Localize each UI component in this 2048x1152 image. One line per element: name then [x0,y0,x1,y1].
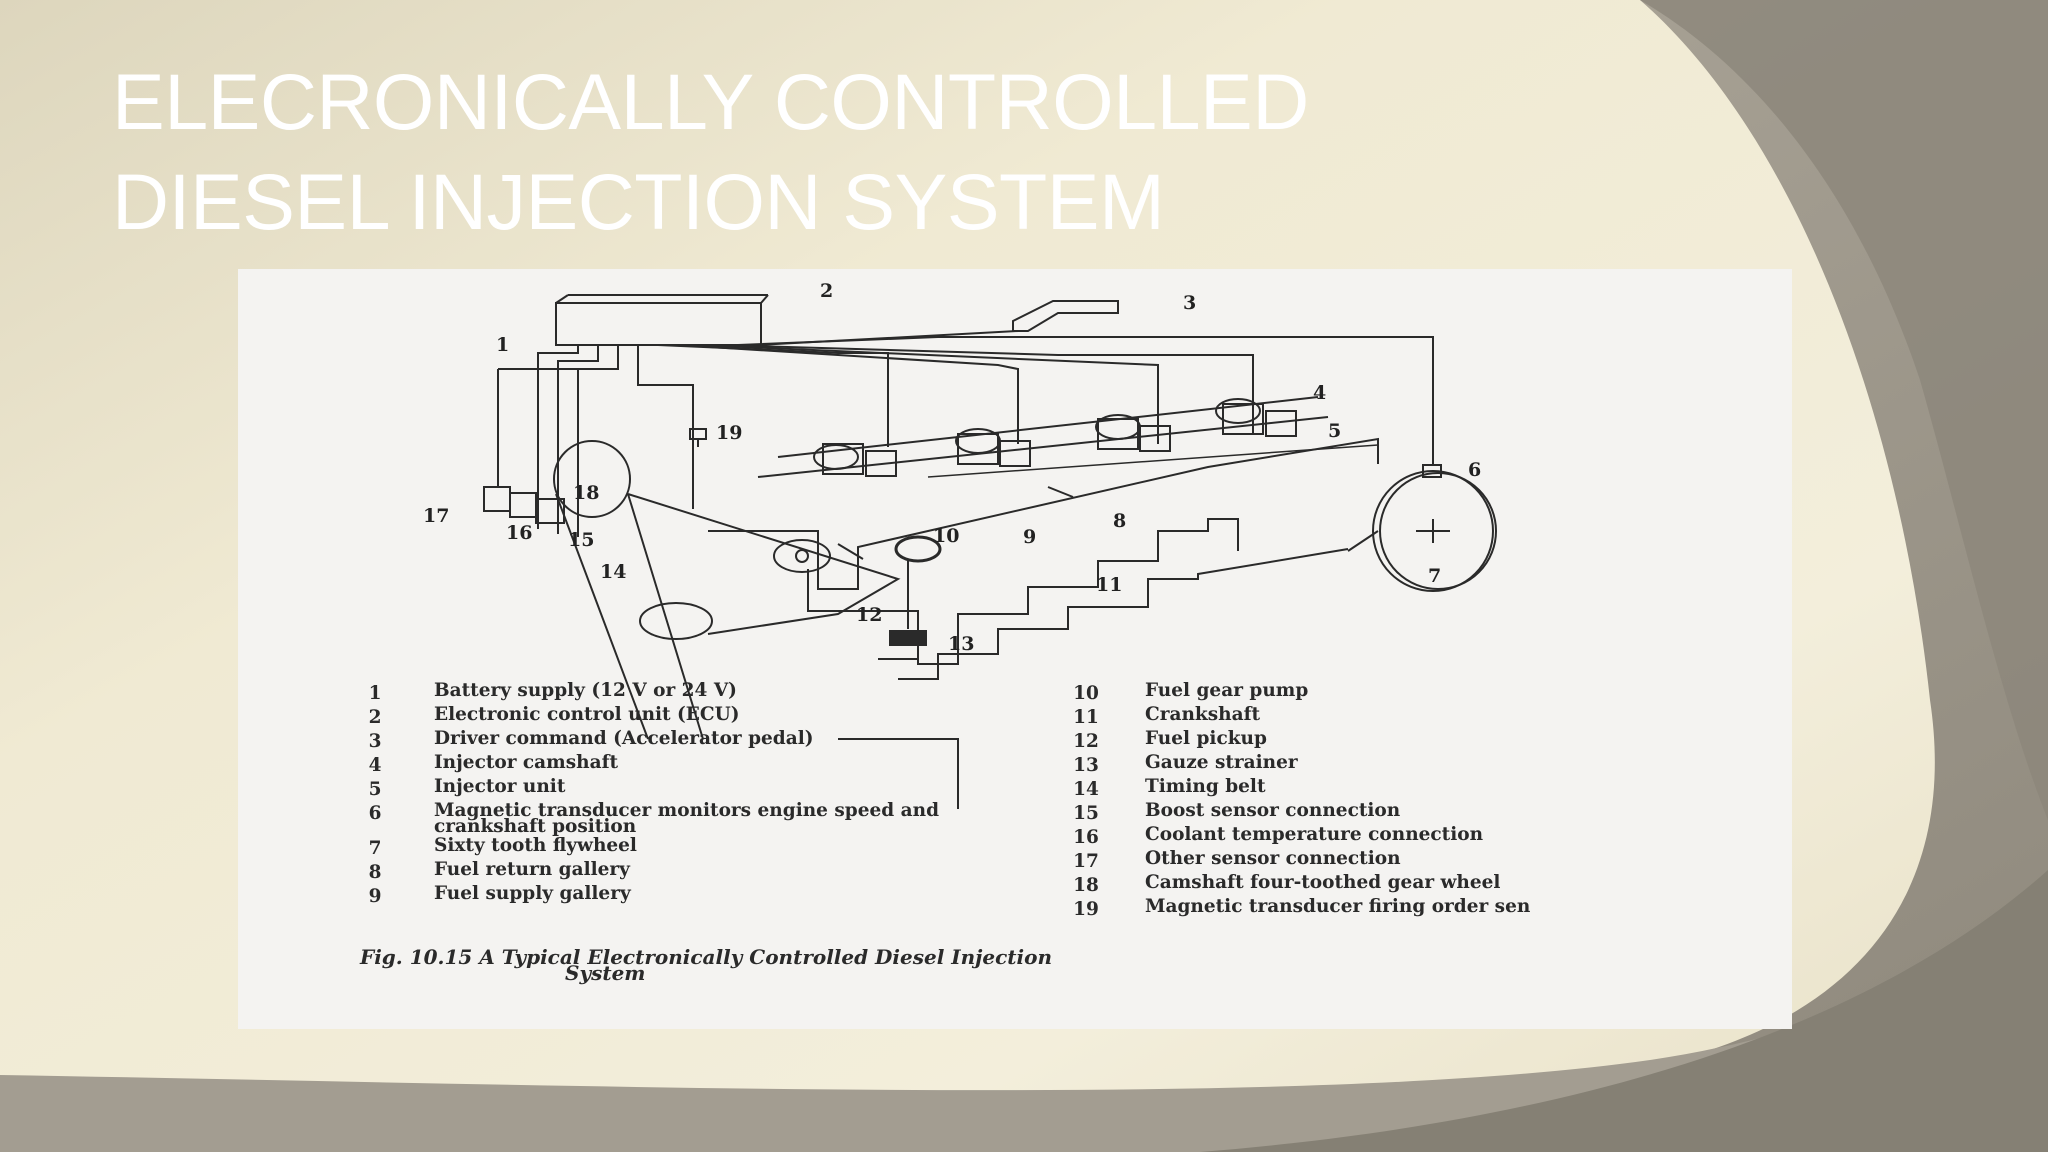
engine-schematic [483,294,1497,809]
callout-11: 11 [1096,574,1122,596]
injectors [813,398,1297,477]
slide-title-line-1: ELECRONICALLY CONTROLLED [112,57,1309,146]
callout-3: 3 [1183,292,1196,314]
sensor-15 [535,498,565,524]
callout-13: 13 [948,633,974,655]
callout-6: 6 [1468,459,1481,481]
flywheel [1372,470,1494,592]
callout-10: 10 [933,525,959,547]
callout-14: 14 [600,561,626,583]
callout-15: 15 [568,529,594,551]
callout-1: 1 [496,334,509,356]
idler-pulley [773,539,831,573]
callout-16: 16 [506,522,532,544]
camshaft-gear [553,440,631,518]
callout-5: 5 [1328,420,1341,442]
crank-pulley [639,602,713,640]
slide-title-line-2: DIESEL INJECTION SYSTEM [112,157,1165,246]
callout-18: 18 [573,482,599,504]
callout-9: 9 [1023,526,1036,548]
crankshaft [898,548,1349,680]
callout-8: 8 [1113,510,1126,532]
callout-2: 2 [820,280,833,302]
caption-line-1: Fig. 10.15 A Typical Electronically Cont… [360,945,1053,969]
callout-19: 19 [716,422,742,444]
figure-caption: Fig. 10.15 A Typical Electronically Cont… [360,947,1052,985]
callout-17: 17 [423,505,449,527]
caption-line-2: System [565,961,646,985]
fuel-gear-pump [894,535,942,563]
callout-4: 4 [1313,382,1326,404]
callout-12: 12 [856,604,882,626]
slide-title: ELECRONICALLY CONTROLLED DIESEL INJECTIO… [112,52,1612,252]
gauze-strainer [889,630,927,646]
callout-labels: 1 2 3 4 5 6 7 8 9 10 11 12 13 14 15 16 1… [423,280,1481,655]
callout-7: 7 [1428,565,1441,587]
diesel-injection-figure: 1 2 3 4 5 6 7 8 9 10 11 12 13 14 15 16 1… [238,269,1792,1029]
